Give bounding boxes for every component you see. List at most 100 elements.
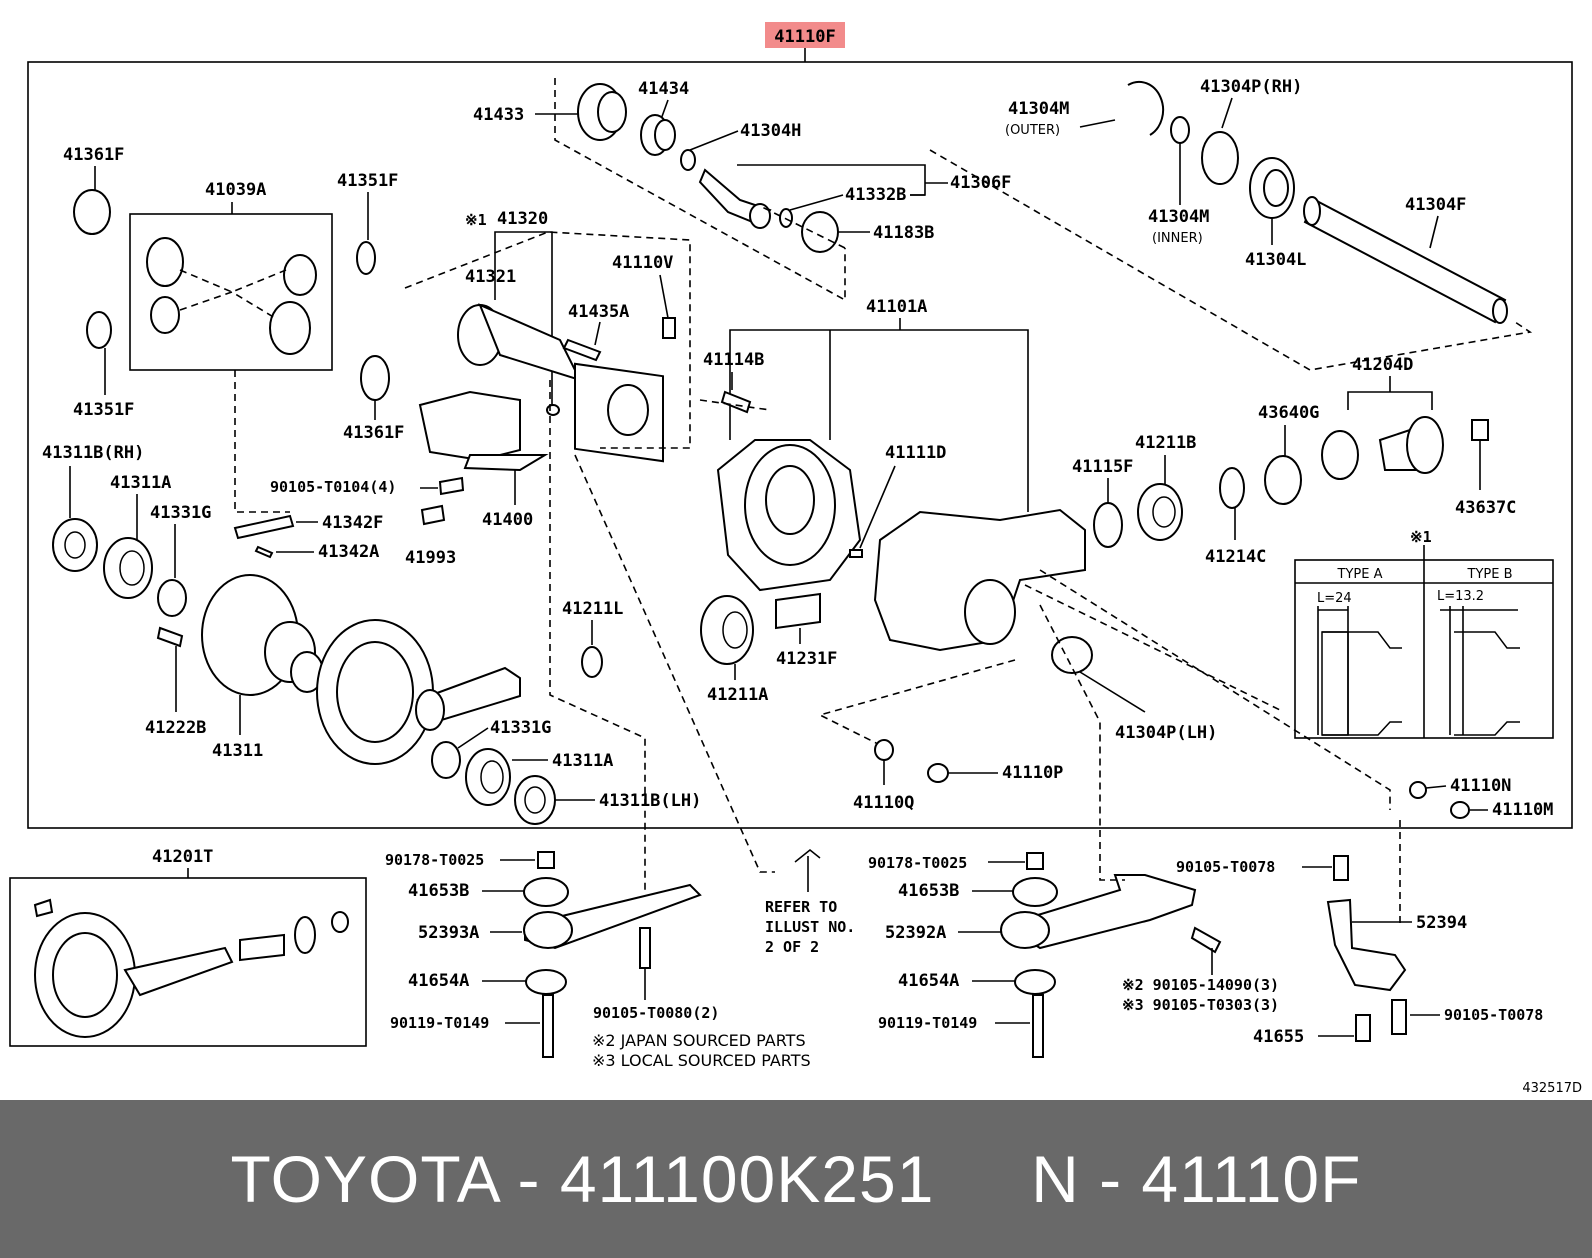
washer-41361f-a <box>73 189 111 235</box>
label-90105-T0078-a[interactable]: 90105-T0078 <box>1176 858 1275 876</box>
label-41311A-a[interactable]: 41311A <box>110 473 171 493</box>
label-41306F[interactable]: 41306F <box>950 173 1011 193</box>
label-41342A[interactable]: 41342A <box>318 542 379 562</box>
bolt-90105-t0078-a <box>1333 855 1349 881</box>
label-41342F[interactable]: 41342F <box>322 513 383 533</box>
label-41655[interactable]: 41655 <box>1253 1027 1304 1047</box>
label-41351F-a[interactable]: 41351F <box>337 171 398 191</box>
label-41653B-b[interactable]: 41653B <box>898 881 959 901</box>
label-90105-T0078-b[interactable]: 90105-T0078 <box>1444 1006 1543 1024</box>
label-41311A-b[interactable]: 41311A <box>552 751 613 771</box>
label-41400[interactable]: 41400 <box>482 510 533 530</box>
label-41311B-lh[interactable]: 41311B(LH) <box>599 791 701 811</box>
shim-41311b-lh <box>514 775 556 825</box>
label-41211L[interactable]: 41211L <box>562 599 623 619</box>
label-41111D[interactable]: 41111D <box>885 443 946 463</box>
plug-41110n <box>1409 781 1427 799</box>
label-41304P-lh[interactable]: 41304P(LH) <box>1115 723 1217 743</box>
header-code-highlight <box>765 22 845 48</box>
label-41110Q[interactable]: 41110Q <box>853 793 914 813</box>
label-41434[interactable]: 41434 <box>638 79 689 99</box>
label-41110M[interactable]: 41110M <box>1492 800 1553 820</box>
inset-type-a: TYPE A <box>1337 567 1383 582</box>
label-41311B-rh[interactable]: 41311B(RH) <box>42 443 144 463</box>
label-41222B[interactable]: 41222B <box>145 718 206 738</box>
bearing-41211a <box>700 595 754 665</box>
label-52392A[interactable]: 52392A <box>885 923 946 943</box>
bolt-90105-t0078-b <box>1391 999 1407 1035</box>
label-41039A[interactable]: 41039A <box>205 180 266 200</box>
label-41304L[interactable]: 41304L <box>1245 250 1306 270</box>
label-41361F-a[interactable]: 41361F <box>63 145 124 165</box>
snap-ring-inner <box>1170 116 1190 144</box>
label-41304F[interactable]: 41304F <box>1405 195 1466 215</box>
label-41183B[interactable]: 41183B <box>873 223 934 243</box>
label-90178-T0025-b[interactable]: 90178-T0025 <box>868 854 967 872</box>
flange-41204d <box>1321 416 1444 480</box>
label-41654A-b[interactable]: 41654A <box>898 971 959 991</box>
bolt-41114b <box>720 390 752 414</box>
label-90105-T0303[interactable]: ※3 90105-T0303(3) <box>1122 996 1279 1014</box>
label-41304H[interactable]: 41304H <box>740 121 801 141</box>
label-41351F-b[interactable]: 41351F <box>73 400 134 420</box>
label-41653B-a[interactable]: 41653B <box>408 881 469 901</box>
label-41304P-rh[interactable]: 41304P(RH) <box>1200 77 1302 97</box>
label-90119-T0149-b[interactable]: 90119-T0149 <box>878 1014 977 1032</box>
bearing-41304l <box>1249 157 1295 219</box>
label-41211B[interactable]: 41211B <box>1135 433 1196 453</box>
inset-length-b: L=13.2 <box>1437 589 1484 604</box>
label-41115F[interactable]: 41115F <box>1072 457 1133 477</box>
label-43637C[interactable]: 43637C <box>1455 498 1516 518</box>
label-90119-T0149-a[interactable]: 90119-T0149 <box>390 1014 489 1032</box>
label-43640G[interactable]: 43640G <box>1258 403 1319 423</box>
label-41361F-b[interactable]: 41361F <box>343 423 404 443</box>
nut-90178-t0025-b <box>1026 852 1044 870</box>
nut-43637c <box>1471 419 1489 441</box>
pin-41320 <box>546 404 560 416</box>
label-90105-14090[interactable]: ※2 90105-14090(3) <box>1122 976 1279 994</box>
label-41311[interactable]: 41311 <box>212 741 263 761</box>
bolt-90119-t0149-b <box>1032 994 1044 1058</box>
label-41110N[interactable]: 41110N <box>1450 776 1511 796</box>
label-41110V[interactable]: 41110V <box>612 253 673 273</box>
note-local-sourced: ※3 LOCAL SOURCED PARTS <box>592 1051 811 1070</box>
label-41321[interactable]: 41321 <box>465 267 516 287</box>
label-90105-T0104[interactable]: 90105-T0104(4) <box>270 478 396 496</box>
washer-41361f-b <box>360 355 390 401</box>
label-41304M-outer[interactable]: 41304M <box>1008 99 1069 119</box>
label-41201T[interactable]: 41201T <box>152 847 213 867</box>
label-90178-T0025-a[interactable]: 90178-T0025 <box>385 851 484 869</box>
label-41101A[interactable]: 41101A <box>866 297 927 317</box>
header-code[interactable]: 41110F <box>774 27 835 47</box>
label-90105-T0080[interactable]: 90105-T0080(2) <box>593 1004 719 1022</box>
cushion-41654a-b <box>1014 969 1056 995</box>
label-41433[interactable]: 41433 <box>473 105 524 125</box>
bolt-90119-t0149-a <box>542 994 554 1058</box>
label-41110P[interactable]: 41110P <box>1002 763 1063 783</box>
label-52393A[interactable]: 52393A <box>418 923 479 943</box>
bolt-90105-t0080 <box>639 927 651 969</box>
refer-arrow <box>794 849 821 863</box>
label-52394[interactable]: 52394 <box>1416 913 1467 933</box>
label-41231F[interactable]: 41231F <box>776 649 837 669</box>
label-41654A-a[interactable]: 41654A <box>408 971 469 991</box>
label-41114B[interactable]: 41114B <box>703 350 764 370</box>
label-41211A[interactable]: 41211A <box>707 685 768 705</box>
label-41331G-a[interactable]: 41331G <box>150 503 211 523</box>
label-41304M-inner[interactable]: 41304M <box>1148 207 1209 227</box>
bearing-41311a-b <box>465 748 511 806</box>
actuator-41321 <box>457 303 664 463</box>
label-41993[interactable]: 41993 <box>405 548 456 568</box>
shim-41214c <box>1219 467 1245 509</box>
oil-seal-41304p-lh <box>1051 636 1093 674</box>
label-41214C[interactable]: 41214C <box>1205 547 1266 567</box>
label-41332B[interactable]: 41332B <box>845 185 906 205</box>
label-41320[interactable]: 41320 <box>497 209 548 229</box>
inset-length-a: L=24 <box>1317 591 1352 606</box>
label-41331G-b[interactable]: 41331G <box>490 718 551 738</box>
oil-seal-41304p-rh <box>1201 131 1239 185</box>
label-41435A[interactable]: 41435A <box>568 302 629 322</box>
nut-90178-t0025-a <box>537 851 555 869</box>
washer-41211l <box>581 646 603 678</box>
label-41204D[interactable]: 41204D <box>1352 355 1413 375</box>
